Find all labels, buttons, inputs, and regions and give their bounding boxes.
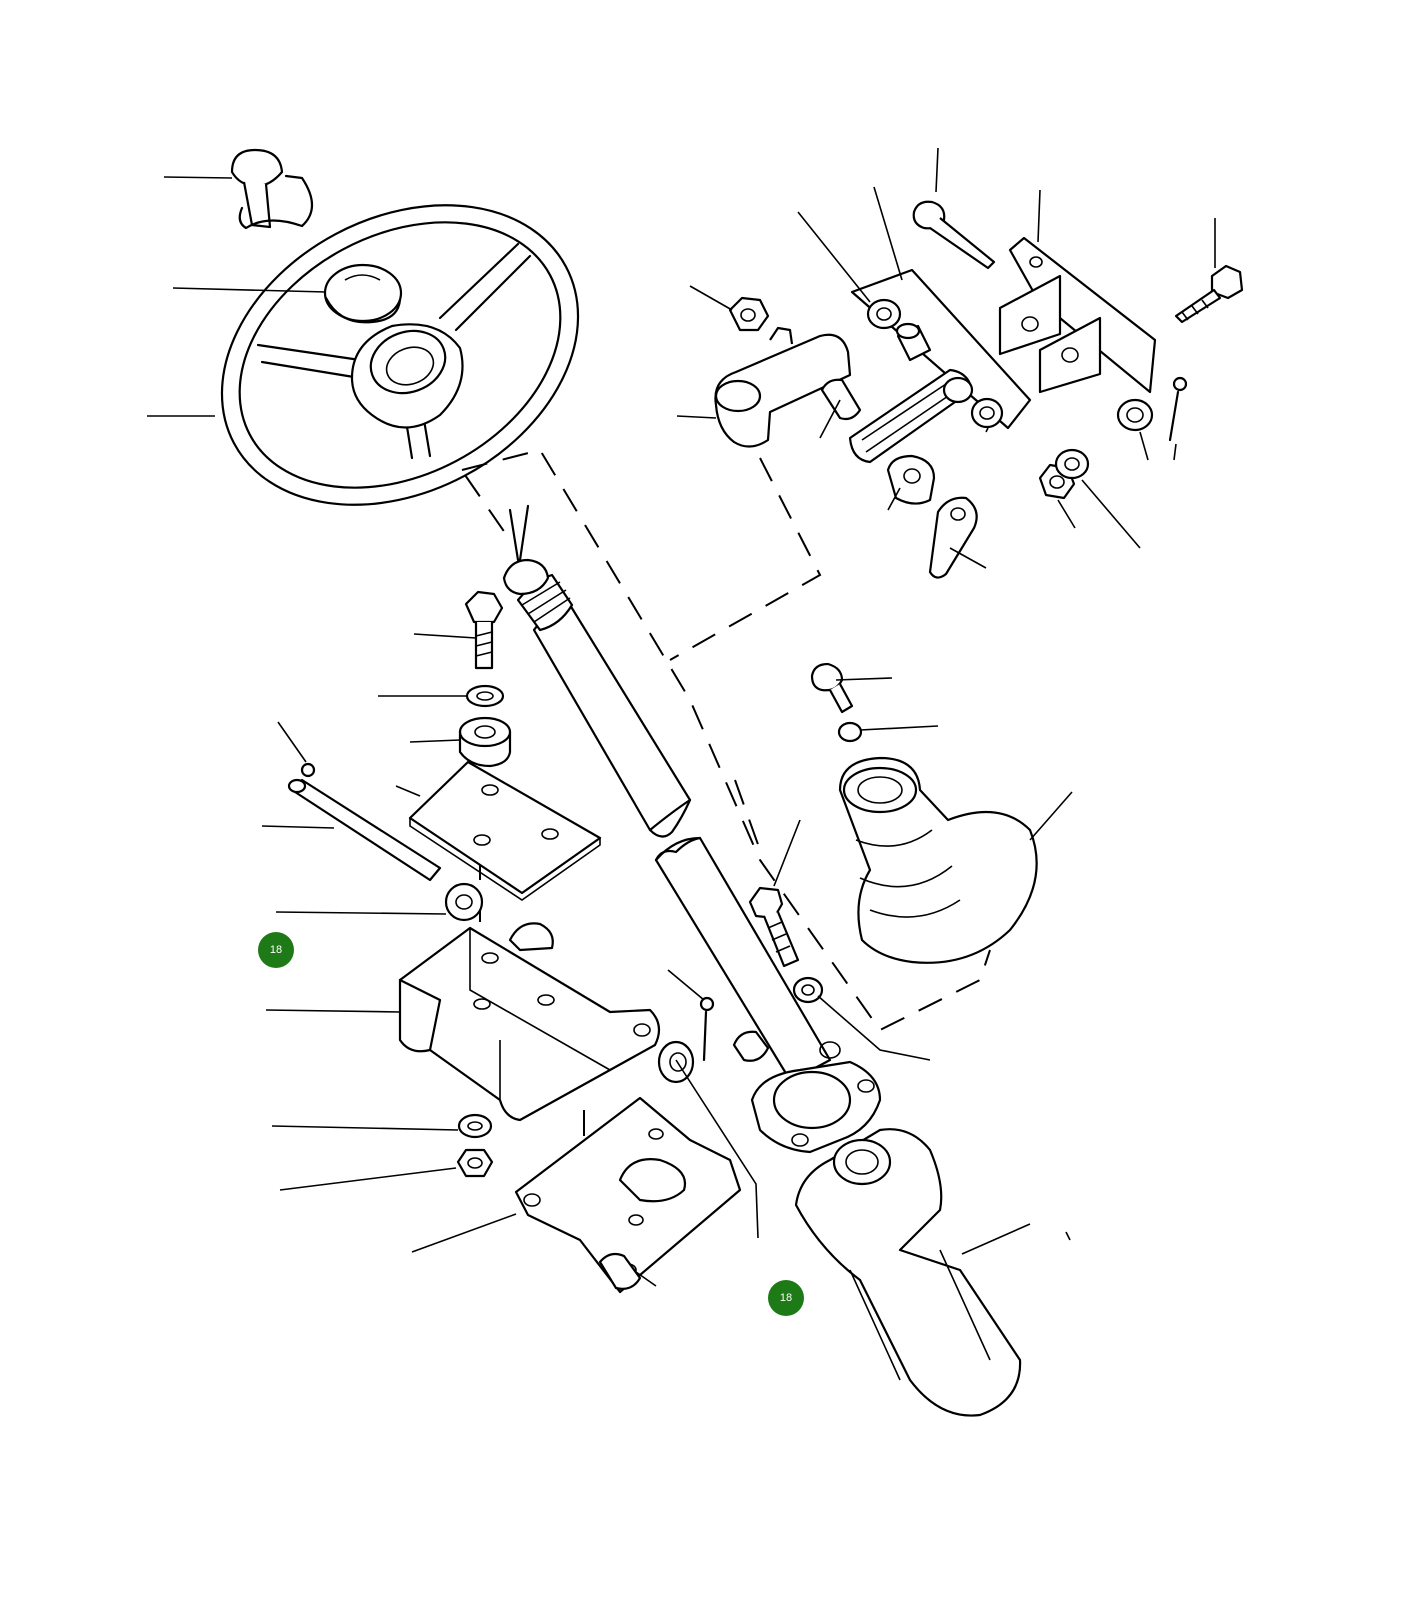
pivot-bolt-long bbox=[912, 200, 996, 270]
mounting-plate bbox=[408, 760, 602, 901]
centre-washer bbox=[657, 1040, 695, 1084]
split-pin-right bbox=[1168, 376, 1188, 442]
tilt-slotted-lever bbox=[848, 368, 974, 464]
steering-wheel bbox=[220, 204, 580, 506]
clamp-bracket bbox=[714, 326, 862, 448]
lock-washer bbox=[457, 1113, 493, 1139]
horn-button-cap bbox=[323, 263, 403, 324]
split-pin-centre bbox=[699, 996, 715, 1062]
steering-box bbox=[794, 1128, 1022, 1417]
shaft-splined-end bbox=[502, 504, 574, 632]
lower-clamp-plate bbox=[514, 1096, 742, 1294]
pin-washer bbox=[444, 882, 484, 922]
hex-nut-lower bbox=[456, 1148, 494, 1178]
callout-label: 18 bbox=[269, 944, 283, 956]
mounting-spacer bbox=[458, 716, 512, 768]
callout-label: 18 bbox=[779, 1292, 793, 1304]
right-washer bbox=[1116, 398, 1154, 432]
column-mounting-bracket bbox=[398, 922, 661, 1122]
clamp-bolt bbox=[748, 886, 800, 968]
callout-18-right[interactable]: 18 bbox=[768, 1280, 804, 1316]
bracket-bolt-right bbox=[1174, 264, 1244, 324]
horn-knob bbox=[230, 148, 314, 230]
mounting-bolt bbox=[464, 590, 504, 670]
steering-box-stud bbox=[732, 1030, 770, 1062]
hex-nut-upper bbox=[728, 296, 770, 332]
boot-washer bbox=[837, 721, 863, 743]
clamp-washer bbox=[792, 976, 824, 1004]
tilt-handle bbox=[928, 496, 978, 579]
upper-washer-1 bbox=[866, 298, 902, 330]
upper-washer-2 bbox=[970, 397, 1004, 429]
pivot-pin bbox=[287, 762, 442, 882]
boot-bolt bbox=[810, 662, 854, 714]
spacer-bushing bbox=[895, 322, 932, 362]
leader-lines bbox=[147, 147, 1216, 1287]
steering-shaft bbox=[532, 603, 832, 1082]
mounting-washer bbox=[465, 684, 505, 708]
column-flange bbox=[750, 1041, 882, 1154]
rubber-boot bbox=[838, 756, 1038, 964]
spacer-sleeve bbox=[886, 454, 936, 505]
callout-18-left[interactable]: 18 bbox=[258, 932, 294, 968]
mounting-angle-bracket bbox=[998, 236, 1157, 394]
washer-right-lower bbox=[1054, 448, 1090, 480]
